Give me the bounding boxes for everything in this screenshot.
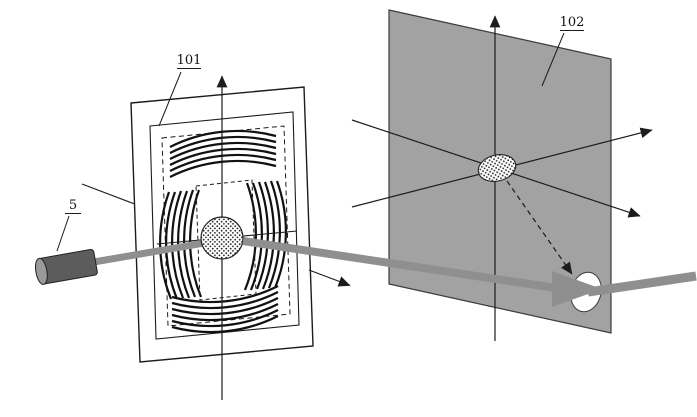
label-plate-102: 102 [560, 15, 585, 30]
stripe [273, 180, 287, 289]
label-plate-102-group: 102 [541, 15, 585, 87]
stripe [165, 191, 179, 300]
electrode-stripes-right [243, 180, 287, 291]
beam-segment-exit [587, 271, 697, 297]
electrode-stripes-bottom [171, 285, 279, 334]
stripe [171, 190, 185, 299]
label-source-group: 5 [56, 198, 81, 252]
beam-segment-source [87, 238, 211, 267]
stripe [255, 181, 269, 290]
plate-101-outer-dashed-frame [161, 125, 291, 327]
label-leader-line [56, 215, 70, 252]
stripe [171, 309, 279, 328]
laser-end-cap [34, 257, 48, 285]
stripe [171, 303, 279, 322]
stripe [249, 182, 263, 291]
stripe [171, 291, 279, 310]
label-leader-line [541, 32, 565, 87]
beam-arrowhead [552, 271, 602, 307]
plate-101-horizontal-axis-left [81, 183, 137, 206]
plate-102-center-spot [477, 154, 517, 182]
deflection-dashed-arrow [506, 180, 573, 275]
laser-source [34, 248, 98, 285]
label-leader-line [158, 71, 182, 127]
plate-101-beam-spot [200, 216, 244, 260]
plate-101-central-dashed-frame [195, 179, 257, 301]
label-plate-101: 101 [177, 53, 202, 68]
label-plate-101-group: 101 [158, 53, 202, 127]
plate-101-inner-frame [149, 111, 300, 340]
beam-segment-main [242, 237, 557, 292]
stripe [171, 285, 279, 304]
plate-101-horizontal-axis-right [308, 269, 351, 287]
stripe [171, 315, 279, 334]
stripe [243, 182, 257, 291]
stripe [171, 297, 279, 316]
stripe [159, 191, 173, 300]
label-source: 5 [69, 198, 77, 213]
stripe [261, 181, 275, 290]
stripe [267, 180, 281, 289]
